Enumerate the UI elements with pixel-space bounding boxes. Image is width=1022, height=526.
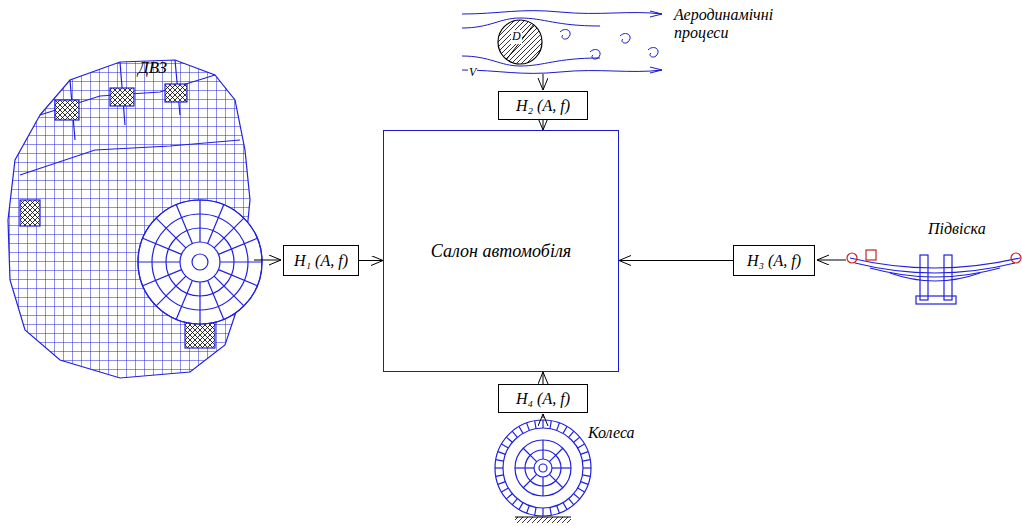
wheel xyxy=(495,420,591,516)
input-arrow xyxy=(543,414,544,418)
input-arrow xyxy=(254,260,281,261)
leaf-spring xyxy=(847,250,1021,304)
airflow-sketch xyxy=(462,11,662,74)
transfer-function-box: H₃ (A, f) xyxy=(733,245,815,276)
signal-arrow xyxy=(619,260,733,261)
part-label: Підвіска xyxy=(928,220,986,238)
part-label: Аеродинамічні процеси xyxy=(674,6,794,43)
node-text: H₃ (A, f) xyxy=(747,252,801,270)
input-arrow xyxy=(543,74,544,90)
cylinder-section xyxy=(498,20,542,64)
node-text: H₁ (A, f) xyxy=(294,252,348,270)
node-text: Салон автомобіля xyxy=(431,241,571,262)
signal-arrow xyxy=(543,372,544,384)
ground xyxy=(515,517,571,523)
engine-mesh xyxy=(8,60,262,378)
signal-arrow xyxy=(359,260,383,261)
transfer-function-box: H₁ (A, f) xyxy=(283,245,359,276)
part-label: ДВЗ xyxy=(138,58,167,78)
input-arrow xyxy=(817,260,846,261)
part-label: Колеса xyxy=(588,424,635,442)
part-label: V xyxy=(468,66,477,80)
transfer-function-box: H₂ (A, f) xyxy=(498,91,588,120)
node-text: H₂ (A, f) xyxy=(516,97,570,115)
signal-arrow xyxy=(543,120,544,130)
part-label: D xyxy=(511,30,522,44)
transfer-function-box: H₄ (A, f) xyxy=(498,384,588,413)
node-text: H₄ (A, f) xyxy=(516,390,570,408)
cabin-box: Салон автомобіля xyxy=(383,130,619,372)
